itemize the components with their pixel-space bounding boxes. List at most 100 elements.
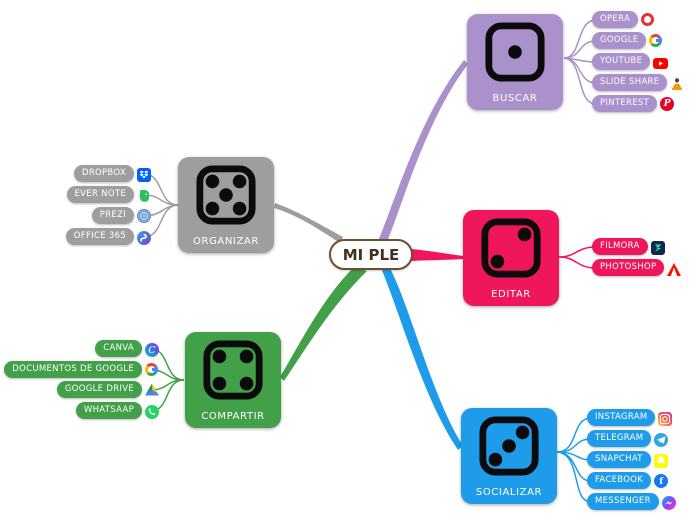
child-label: SLIDE SHARE (600, 77, 660, 87)
dice-icon-4 (202, 339, 264, 401)
child-label: FACEBOOK (595, 475, 644, 485)
child-label: MESSENGER (595, 496, 651, 506)
child-node-prezi[interactable]: PREZI (91, 207, 134, 224)
messenger-icon (661, 495, 676, 510)
child-label: OPERA (600, 14, 631, 24)
edge-buscar-pinterest (563, 57, 597, 105)
edge-center-buscar (378, 60, 468, 242)
child-label: PHOTOSHOP (600, 262, 657, 272)
child-label: PREZI (99, 210, 126, 220)
office365-icon (137, 230, 151, 245)
child-node-google[interactable]: GOOGLE (592, 32, 647, 49)
child-label: INSTAGRAM (595, 412, 648, 422)
child-label: DOCUMENTOS DE GOOGLE (12, 364, 134, 374)
telegram-icon (654, 432, 669, 447)
slideshare-icon (670, 76, 684, 90)
snapchat-icon (653, 453, 668, 468)
edge-socializar-facebook (556, 451, 592, 482)
dice-icon-3 (478, 415, 540, 477)
prezi-icon (137, 208, 151, 223)
branch-label-organizar: ORGANIZAR (193, 236, 259, 247)
child-row-slideshare: SLIDE SHARE (592, 74, 684, 91)
branch-node-editar[interactable]: EDITAR (463, 210, 559, 306)
child-label: YOUTUBE (600, 56, 643, 66)
child-label: WHATSAAP (83, 405, 134, 415)
whatsapp-icon (145, 404, 159, 419)
branch-node-compartir[interactable]: COMPARTIR (185, 332, 281, 428)
child-node-photoshop[interactable]: PHOTOSHOP (592, 259, 665, 276)
child-node-documentos-de-google[interactable]: DOCUMENTOS DE GOOGLE (4, 361, 142, 378)
edge-center-compartir (280, 267, 367, 381)
child-row-documentos-de-google: DOCUMENTOS DE GOOGLE (4, 361, 159, 378)
branch-label-compartir: COMPARTIR (201, 411, 265, 422)
child-node-office365[interactable]: OFFICE 365 (65, 228, 134, 245)
edge-center-organizar (274, 203, 343, 243)
child-node-messenger[interactable]: MESSENGER (587, 493, 659, 510)
branch-label-editar: EDITAR (491, 289, 531, 300)
child-node-youtube[interactable]: YOUTUBE (592, 53, 651, 70)
adobe-photoshop-icon (667, 261, 682, 276)
branch-node-buscar[interactable]: BUSCAR (467, 14, 563, 110)
child-row-dropbox: DROPBOX (73, 165, 151, 182)
edge-socializar-messenger (556, 451, 592, 503)
instagram-icon (658, 411, 673, 426)
child-row-google-drive: GOOGLE DRIVE (56, 381, 159, 398)
child-row-pinterest: PINTEREST P (592, 95, 675, 112)
child-label: GOOGLE (600, 35, 639, 45)
child-node-filmora[interactable]: FILMORA (592, 238, 648, 255)
child-node-google-drive[interactable]: GOOGLE DRIVE (56, 381, 142, 398)
edge-center-editar (411, 249, 463, 261)
child-row-evernote: EVER NOTE (66, 186, 151, 203)
child-label: GOOGLE DRIVE (64, 384, 134, 394)
branch-node-organizar[interactable]: ORGANIZAR (178, 157, 274, 253)
child-label: SNAPCHAT (595, 454, 643, 464)
dice-icon-5 (195, 164, 257, 226)
pinterest-icon: P (660, 96, 675, 111)
canva-icon: C (145, 342, 159, 357)
child-node-canva[interactable]: CANVA (95, 340, 142, 357)
child-label: PINTEREST (600, 98, 650, 108)
google-icon (649, 33, 663, 48)
child-row-instagram: INSTAGRAM (587, 409, 673, 426)
child-row-filmora: FILMORA (592, 238, 665, 255)
child-node-slideshare[interactable]: SLIDE SHARE (592, 74, 668, 91)
branch-node-socializar[interactable]: SOCIALIZAR (461, 408, 557, 504)
child-node-evernote[interactable]: EVER NOTE (66, 186, 134, 203)
child-node-snapchat[interactable]: SNAPCHAT (587, 451, 651, 468)
dice-icon-2 (480, 217, 542, 279)
edge-socializar-telegram (556, 438, 592, 453)
child-label: EVER NOTE (74, 189, 126, 199)
filmora-icon (650, 240, 665, 255)
child-row-office365: OFFICE 365 (65, 228, 151, 245)
child-row-prezi: PREZI (91, 207, 151, 224)
child-row-photoshop: PHOTOSHOP (592, 259, 682, 276)
child-node-opera[interactable]: OPERA (592, 11, 639, 28)
edge-editar-filmora (558, 246, 597, 258)
child-row-google: GOOGLE (592, 32, 663, 49)
svg-text:C: C (148, 345, 156, 356)
child-node-instagram[interactable]: INSTAGRAM (587, 409, 656, 426)
facebook-icon: f (654, 473, 669, 488)
child-row-opera: OPERA (592, 11, 655, 28)
youtube-icon (653, 55, 669, 69)
google-drive-icon (145, 383, 159, 397)
child-label: DROPBOX (81, 168, 126, 178)
dice-icon-1 (484, 21, 546, 83)
child-label: FILMORA (600, 241, 640, 251)
child-node-telegram[interactable]: TELEGRAM (587, 430, 652, 447)
evernote-icon (137, 188, 151, 202)
central-node-label: MI PLE (342, 245, 400, 264)
child-node-pinterest[interactable]: PINTEREST (592, 95, 658, 112)
child-label: OFFICE 365 (73, 231, 126, 241)
central-node-mi-ple[interactable]: MI PLE (329, 239, 413, 270)
child-node-facebook[interactable]: FACEBOOK (587, 472, 652, 489)
branch-label-socializar: SOCIALIZAR (475, 487, 543, 498)
child-row-facebook: FACEBOOK f (587, 472, 669, 489)
child-row-youtube: YOUTUBE (592, 53, 669, 70)
child-row-canva: CANVA C (95, 340, 159, 357)
google-icon (145, 362, 159, 377)
child-node-whatsapp[interactable]: WHATSAAP (75, 402, 142, 419)
edge-center-socializar (381, 268, 463, 450)
child-node-dropbox[interactable]: DROPBOX (73, 165, 134, 182)
